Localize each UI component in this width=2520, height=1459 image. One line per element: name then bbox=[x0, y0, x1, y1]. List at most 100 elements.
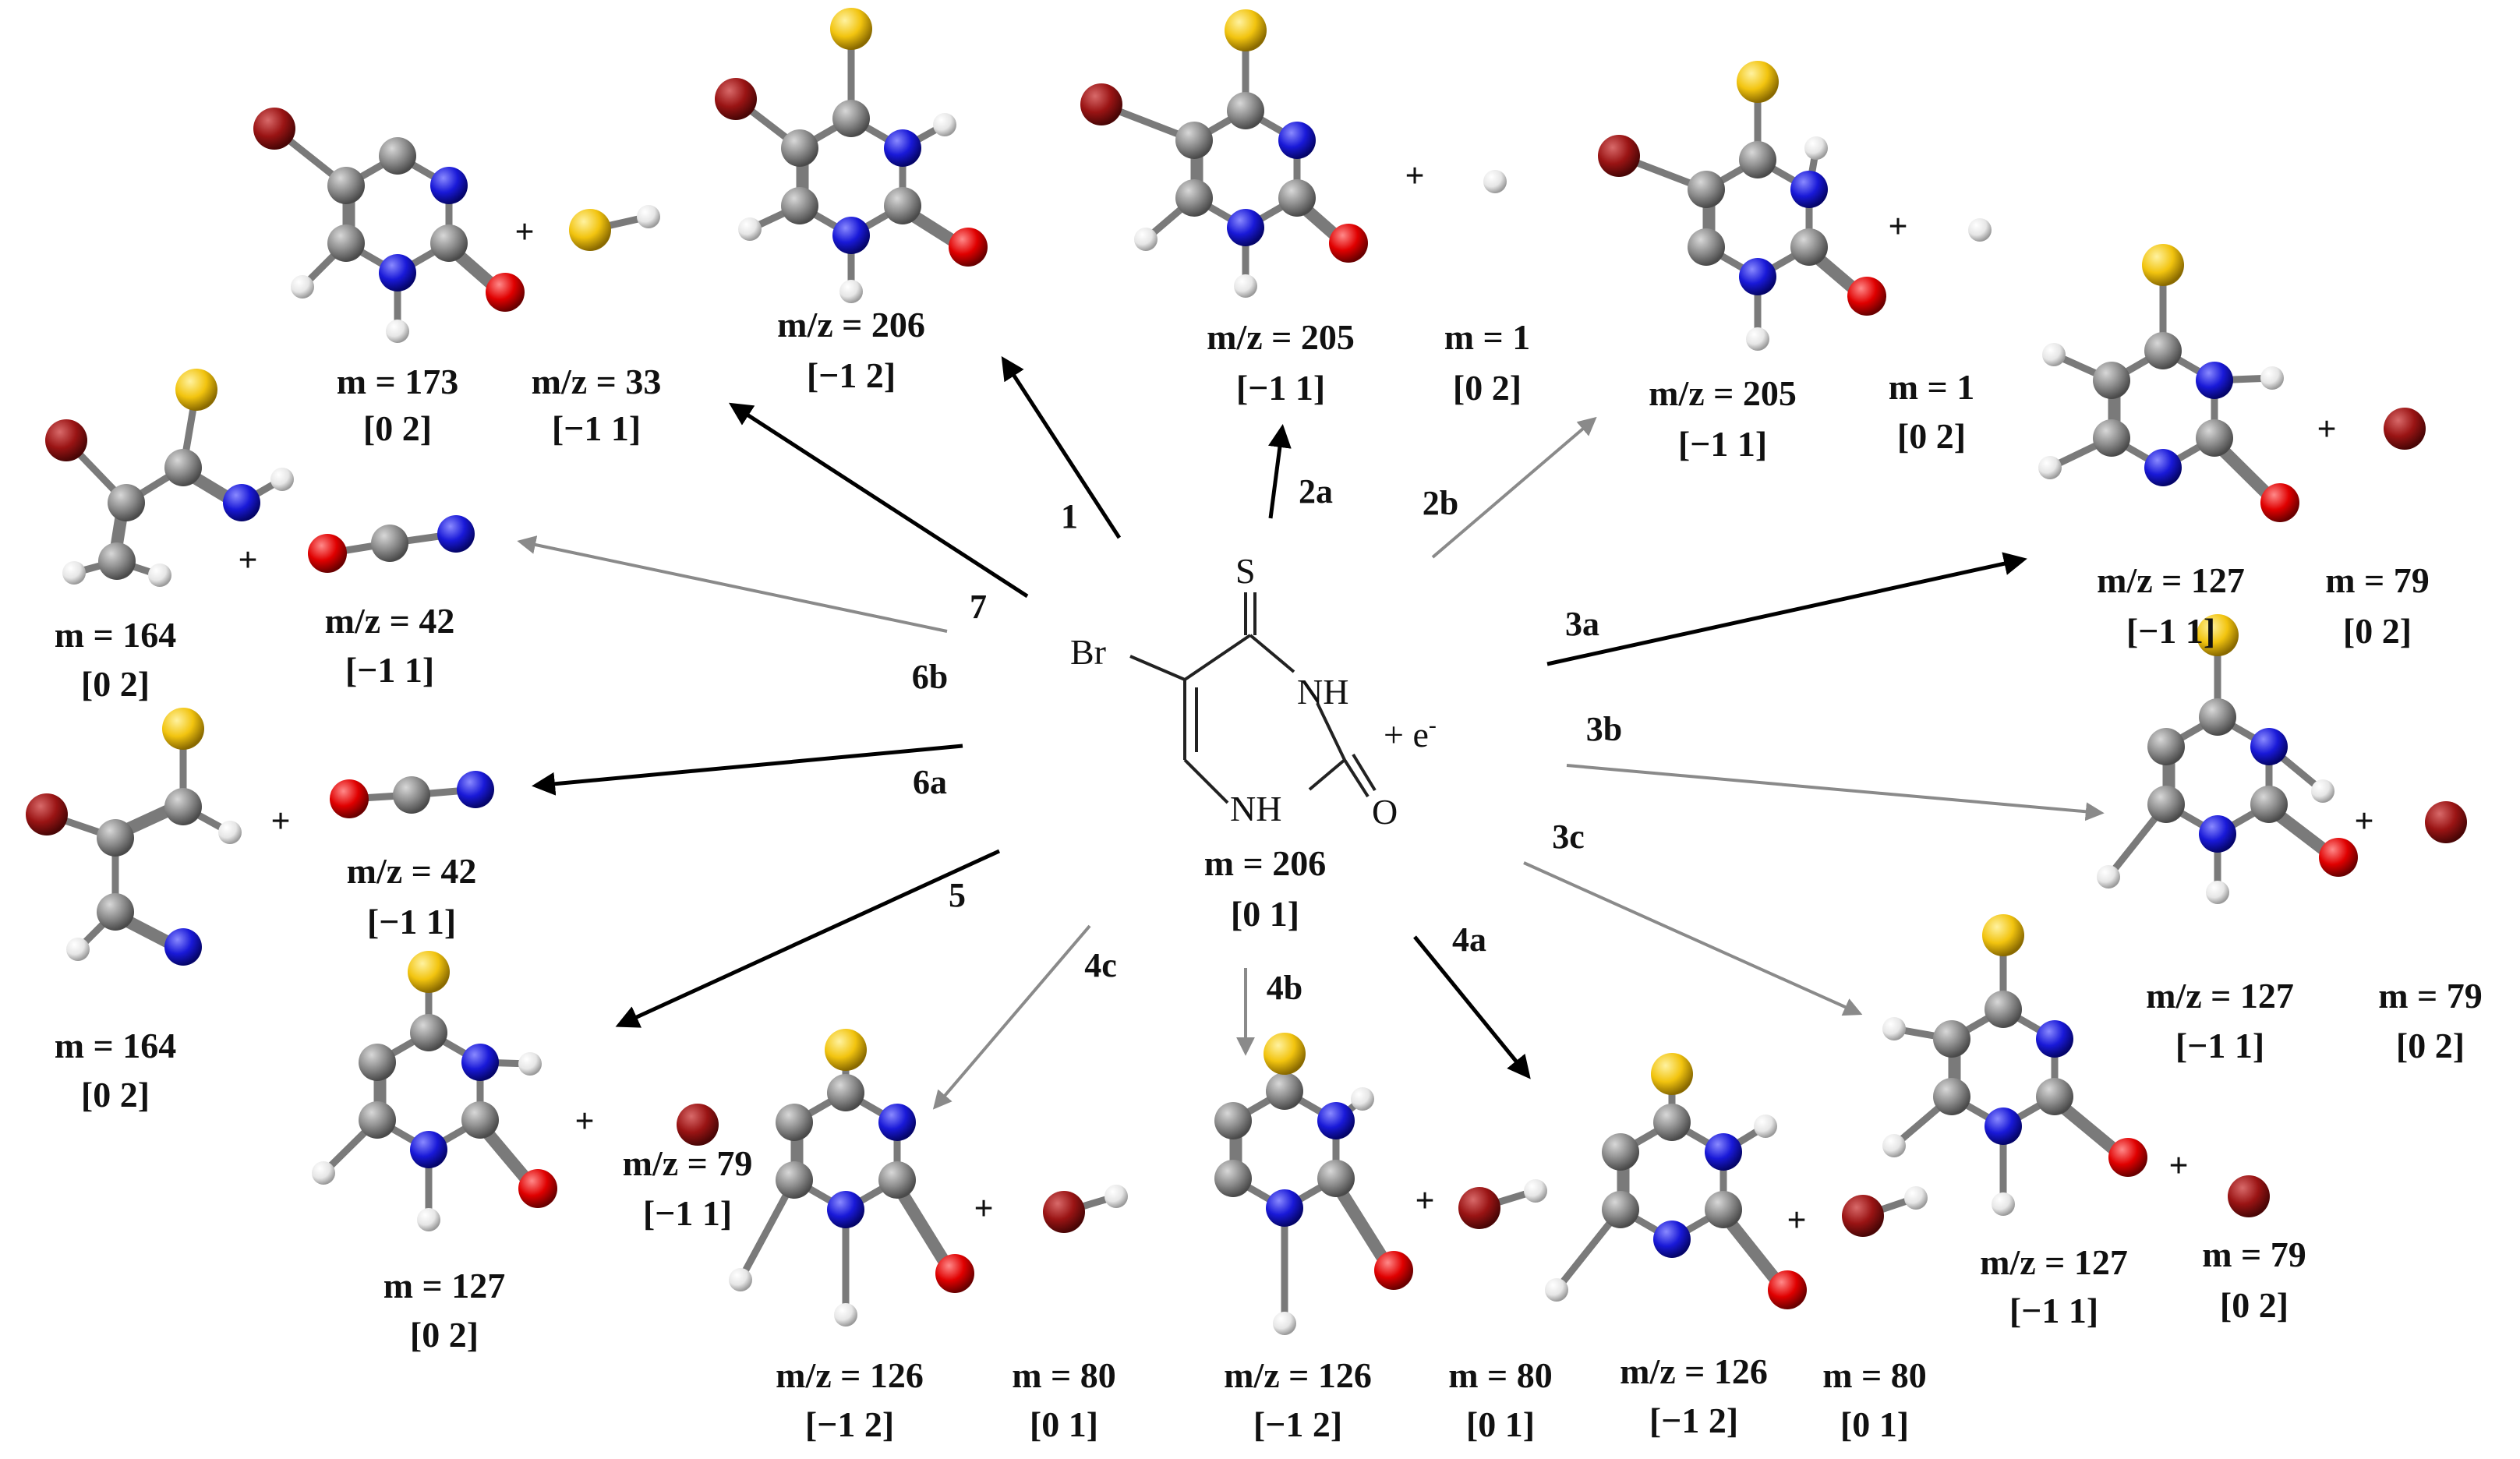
fragment-hbr bbox=[1458, 1179, 1547, 1229]
carbon-atom bbox=[1602, 1191, 1639, 1228]
label-mz79: m/z = 79 bbox=[623, 1143, 753, 1183]
carbon-atom bbox=[1933, 1020, 1970, 1058]
hydrogen-atom bbox=[518, 1052, 542, 1076]
sulfur-atom bbox=[1225, 9, 1267, 51]
hydrogen-atom bbox=[1882, 1134, 1906, 1157]
carbon-atom bbox=[2199, 698, 2236, 736]
parent-atom-o: O bbox=[1372, 792, 1398, 832]
bromine-atom bbox=[1842, 1195, 1884, 1237]
fragment-mz127a bbox=[2038, 244, 2299, 522]
hydrogen-atom bbox=[1804, 136, 1828, 160]
hydrogen-atom bbox=[637, 205, 660, 228]
hydrogen-atom bbox=[1351, 1087, 1374, 1111]
carbon-atom bbox=[1688, 228, 1725, 266]
bromine-atom bbox=[2425, 801, 2467, 843]
carbon-atom bbox=[1653, 1104, 1691, 1141]
carbon-atom bbox=[1602, 1133, 1639, 1171]
plus-sign: + bbox=[2354, 802, 2373, 840]
reaction-arrows bbox=[517, 355, 2105, 1110]
plus-sign: + bbox=[270, 802, 290, 840]
nitrogen-atom bbox=[1266, 1189, 1303, 1227]
hydrogen-atom bbox=[1134, 228, 1158, 251]
sulfur-atom bbox=[1651, 1053, 1693, 1095]
fragment-h bbox=[1968, 218, 1992, 242]
hydrogen-atom bbox=[1882, 1017, 1906, 1040]
pathway-7: 7 bbox=[970, 588, 987, 626]
hydrogen-atom bbox=[62, 561, 86, 585]
hydrogen-atom bbox=[312, 1161, 335, 1185]
nitrogen-atom bbox=[223, 484, 260, 521]
carbon-atom bbox=[393, 776, 430, 814]
nitrogen-atom bbox=[457, 771, 494, 808]
label-mz205a: m/z = 205 bbox=[1207, 317, 1355, 357]
bromine-atom bbox=[2228, 1175, 2270, 1217]
label-m80b-charge: [0 1] bbox=[1466, 1404, 1535, 1444]
fragment-m173 bbox=[253, 108, 525, 343]
plus-sign: + bbox=[1405, 157, 1424, 195]
arrow-3c bbox=[1523, 861, 1863, 1016]
nitrogen-atom bbox=[164, 928, 202, 966]
carbon-atom bbox=[410, 1014, 447, 1051]
oxygen-atom bbox=[1374, 1251, 1413, 1290]
nitrogen-atom bbox=[430, 167, 468, 204]
carbon-atom bbox=[878, 1161, 916, 1199]
nitrogen-atom bbox=[878, 1104, 916, 1141]
nitrogen-atom bbox=[1739, 258, 1776, 295]
pathway-5: 5 bbox=[949, 876, 966, 914]
nitrogen-atom bbox=[2250, 728, 2288, 765]
label-mz126c: m/z = 126 bbox=[1620, 1351, 1768, 1391]
carbon-atom bbox=[1790, 228, 1828, 266]
label-m1a-charge: [0 2] bbox=[1453, 368, 1522, 408]
bond bbox=[737, 1176, 798, 1284]
hydrogen-atom bbox=[2311, 779, 2334, 803]
label-m80b: m = 80 bbox=[1448, 1355, 1553, 1395]
carbon-atom bbox=[379, 137, 416, 175]
oxygen-atom bbox=[1329, 224, 1368, 263]
arrow-3b bbox=[1566, 764, 2105, 821]
hydrogen-atom bbox=[417, 1208, 440, 1231]
sulfur-atom bbox=[1982, 914, 2024, 956]
oxygen-atom bbox=[308, 534, 347, 573]
parent-charge: [0 1] bbox=[1231, 894, 1299, 934]
parent-atom-nh-bottom: NH bbox=[1230, 789, 1281, 828]
oxygen-atom bbox=[935, 1254, 974, 1293]
hydrogen-atom bbox=[729, 1268, 752, 1291]
carbon-atom bbox=[1278, 179, 1316, 217]
nitrogen-atom bbox=[1317, 1102, 1355, 1139]
fragment-m164b bbox=[26, 708, 242, 966]
plus-sign: + bbox=[974, 1189, 993, 1228]
plus-sign: + bbox=[574, 1102, 594, 1140]
hydrogen-atom bbox=[1992, 1192, 2015, 1216]
nitrogen-atom bbox=[2036, 1020, 2073, 1058]
parent-atom-nh-top: NH bbox=[1297, 672, 1348, 712]
fragment-mz126a bbox=[729, 1029, 974, 1327]
carbon-atom bbox=[430, 224, 468, 262]
arrow-6a bbox=[532, 744, 963, 796]
label-mz205b-charge: [−1 1] bbox=[1678, 424, 1767, 464]
carbon-atom bbox=[98, 542, 136, 580]
carbon-atom bbox=[781, 187, 818, 224]
nitrogen-atom bbox=[1278, 122, 1316, 159]
label-m79b-charge: [0 2] bbox=[2396, 1026, 2465, 1065]
label-m79c: m = 79 bbox=[2202, 1235, 2306, 1274]
label-m127: m = 127 bbox=[383, 1266, 506, 1305]
carbon-atom bbox=[1214, 1102, 1252, 1139]
sulfur-atom bbox=[175, 369, 217, 411]
plus-sign: + bbox=[1888, 207, 1907, 246]
label-m80c: m = 80 bbox=[1822, 1355, 1927, 1395]
pathway-6b: 6b bbox=[912, 658, 948, 696]
label-m164a-charge: [0 2] bbox=[81, 664, 150, 704]
nitrogen-atom bbox=[2196, 362, 2233, 399]
pathway-4b: 4b bbox=[1267, 969, 1302, 1007]
carbon-atom bbox=[1227, 92, 1264, 129]
hydrogen-atom bbox=[2038, 456, 2062, 479]
fragment-mz127c bbox=[1882, 914, 2147, 1216]
oxygen-atom bbox=[2108, 1138, 2147, 1177]
carbon-atom bbox=[164, 788, 202, 825]
pathway-3a: 3a bbox=[1565, 605, 1599, 643]
fragment-hbr bbox=[1842, 1186, 1928, 1237]
nitrogen-atom bbox=[1790, 171, 1828, 208]
label-mz126c-charge: [−1 2] bbox=[1649, 1401, 1738, 1440]
bromine-atom bbox=[253, 108, 295, 150]
